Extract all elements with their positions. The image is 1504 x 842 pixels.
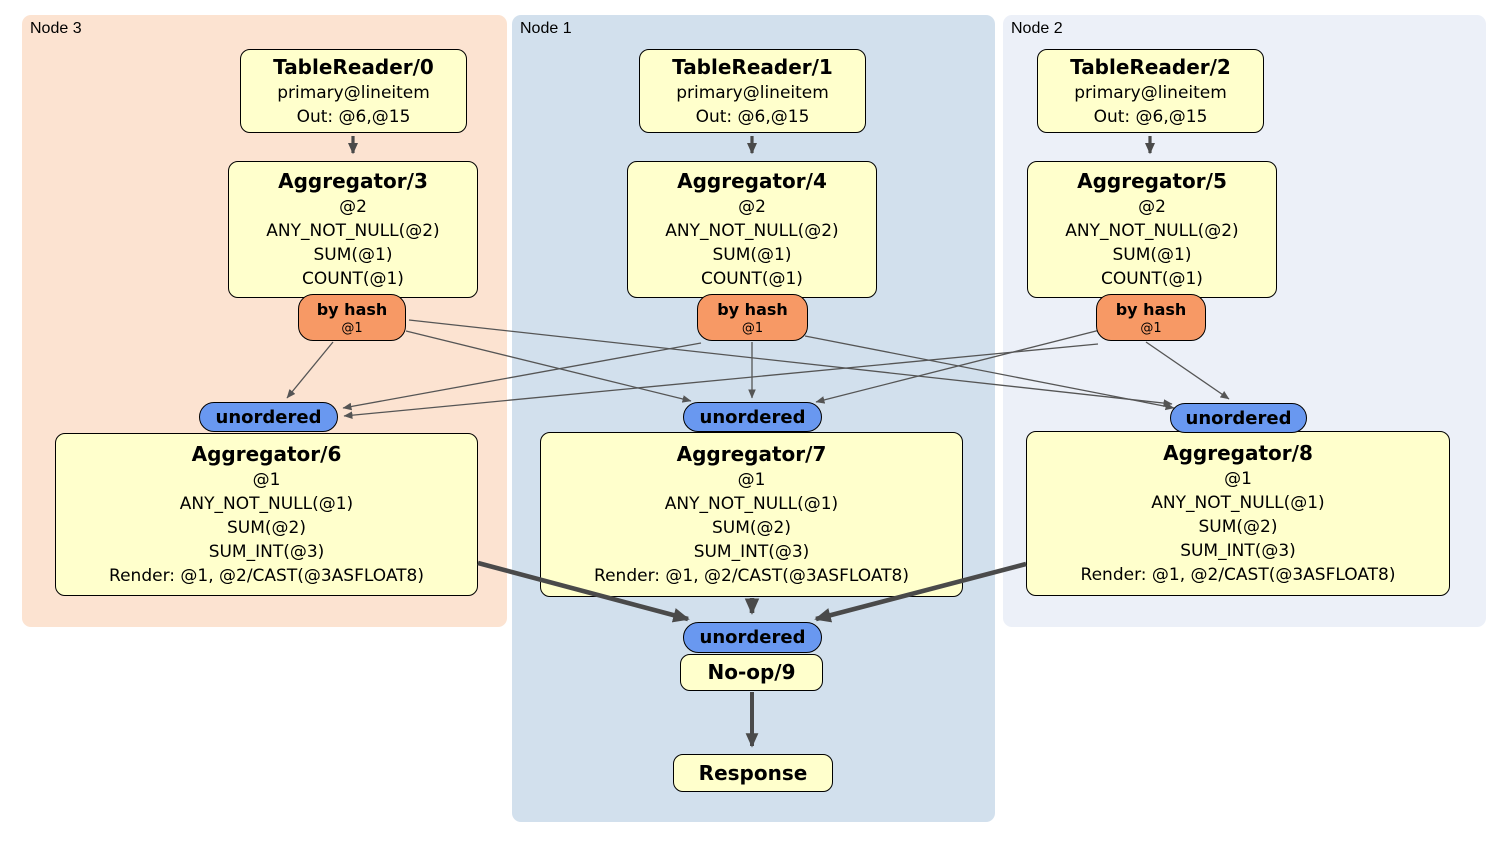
processor-detail: @2 xyxy=(339,197,367,217)
processor-aggregator-8: Aggregator/8 @1 ANY_NOT_NULL(@1) SUM(@2)… xyxy=(1026,431,1450,596)
synchronizer-label: unordered xyxy=(699,627,806,648)
processor-title: Aggregator/4 xyxy=(677,169,827,193)
processor-title: Response xyxy=(698,760,808,785)
synchronizer-unordered-node3: unordered xyxy=(199,402,338,432)
router-label: by hash xyxy=(717,299,788,319)
router-columns: @1 xyxy=(741,320,764,336)
processor-title: Aggregator/8 xyxy=(1163,441,1313,465)
processor-detail: SUM_INT(@3) xyxy=(1180,541,1296,561)
processor-title: TableReader/0 xyxy=(273,54,434,79)
processor-detail: SUM_INT(@3) xyxy=(208,542,325,562)
processor-title: No-op/9 xyxy=(707,660,796,684)
processor-detail: COUNT(@1) xyxy=(302,269,404,289)
processor-title: Aggregator/3 xyxy=(278,169,428,193)
processor-detail: SUM(@1) xyxy=(712,245,792,265)
processor-detail: ANY_NOT_NULL(@1) xyxy=(664,494,839,514)
processor-response: Response xyxy=(673,754,833,792)
processor-detail: COUNT(@1) xyxy=(701,269,803,289)
synchronizer-label: unordered xyxy=(699,406,806,428)
router-by-hash-node3: by hash @1 xyxy=(298,294,406,341)
processor-detail: Out: @6,@15 xyxy=(695,106,810,127)
processor-detail: SUM(@2) xyxy=(1198,517,1278,537)
processor-title: TableReader/1 xyxy=(672,54,833,79)
processor-title: TableReader/2 xyxy=(1070,54,1231,79)
processor-detail: @2 xyxy=(738,197,766,217)
processor-aggregator-6: Aggregator/6 @1 ANY_NOT_NULL(@1) SUM(@2)… xyxy=(55,433,478,596)
router-columns: @1 xyxy=(341,320,363,336)
processor-aggregator-3: Aggregator/3 @2 ANY_NOT_NULL(@2) SUM(@1)… xyxy=(228,161,478,298)
processor-detail: ANY_NOT_NULL(@1) xyxy=(1151,493,1325,513)
processor-detail: Render: @1, @2/CAST(@3ASFLOAT8) xyxy=(1080,565,1396,585)
processor-tablereader-2: TableReader/2 primary@lineitem Out: @6,@… xyxy=(1037,49,1264,133)
router-label: by hash xyxy=(316,299,388,319)
synchronizer-label: unordered xyxy=(1185,407,1292,429)
processor-detail: SUM(@2) xyxy=(712,518,791,538)
processor-detail: primary@lineitem xyxy=(1074,82,1227,103)
processor-aggregator-7: Aggregator/7 @1 ANY_NOT_NULL(@1) SUM(@2)… xyxy=(540,432,963,597)
processor-detail: ANY_NOT_NULL(@2) xyxy=(266,221,440,241)
synchronizer-unordered-node2: unordered xyxy=(1170,403,1307,433)
processor-detail: @2 xyxy=(1138,197,1166,217)
processor-tablereader-0: TableReader/0 primary@lineitem Out: @6,@… xyxy=(240,49,467,133)
synchronizer-unordered-final: unordered xyxy=(683,622,822,653)
synchronizer-label: unordered xyxy=(215,406,322,428)
router-by-hash-node2: by hash @1 xyxy=(1096,294,1206,341)
region-node-1-label: Node 1 xyxy=(520,20,572,37)
processor-detail: Render: @1, @2/CAST(@3ASFLOAT8) xyxy=(594,566,909,586)
processor-tablereader-1: TableReader/1 primary@lineitem Out: @6,@… xyxy=(639,49,866,133)
processor-detail: ANY_NOT_NULL(@1) xyxy=(179,494,354,514)
processor-title: Aggregator/7 xyxy=(676,442,827,466)
processor-detail: COUNT(@1) xyxy=(1101,269,1203,289)
processor-detail: Out: @6,@15 xyxy=(1093,106,1208,127)
processor-detail: primary@lineitem xyxy=(676,82,829,103)
processor-detail: SUM_INT(@3) xyxy=(693,542,810,562)
processor-detail: SUM(@1) xyxy=(313,245,393,265)
processor-title: Aggregator/6 xyxy=(191,442,342,466)
processor-noop-9: No-op/9 xyxy=(680,654,823,691)
router-columns: @1 xyxy=(1140,320,1162,336)
processor-detail: ANY_NOT_NULL(@2) xyxy=(1065,221,1239,241)
region-node-3-label: Node 3 xyxy=(30,20,82,37)
processor-aggregator-4: Aggregator/4 @2 ANY_NOT_NULL(@2) SUM(@1)… xyxy=(627,161,877,298)
region-node-2-label: Node 2 xyxy=(1011,20,1063,37)
processor-title: Aggregator/5 xyxy=(1077,169,1227,193)
processor-detail: SUM(@2) xyxy=(227,518,306,538)
processor-aggregator-5: Aggregator/5 @2 ANY_NOT_NULL(@2) SUM(@1)… xyxy=(1027,161,1277,298)
processor-detail: ANY_NOT_NULL(@2) xyxy=(665,221,839,241)
processor-detail: SUM(@1) xyxy=(1112,245,1192,265)
processor-detail: @1 xyxy=(1224,469,1252,489)
synchronizer-unordered-node1: unordered xyxy=(683,402,822,432)
processor-detail: Render: @1, @2/CAST(@3ASFLOAT8) xyxy=(109,566,424,586)
processor-detail: primary@lineitem xyxy=(277,82,430,103)
processor-detail: Out: @6,@15 xyxy=(296,106,411,127)
router-label: by hash xyxy=(1115,299,1187,319)
router-by-hash-node1: by hash @1 xyxy=(697,294,808,341)
processor-detail: @1 xyxy=(252,470,281,490)
processor-detail: @1 xyxy=(737,470,766,490)
